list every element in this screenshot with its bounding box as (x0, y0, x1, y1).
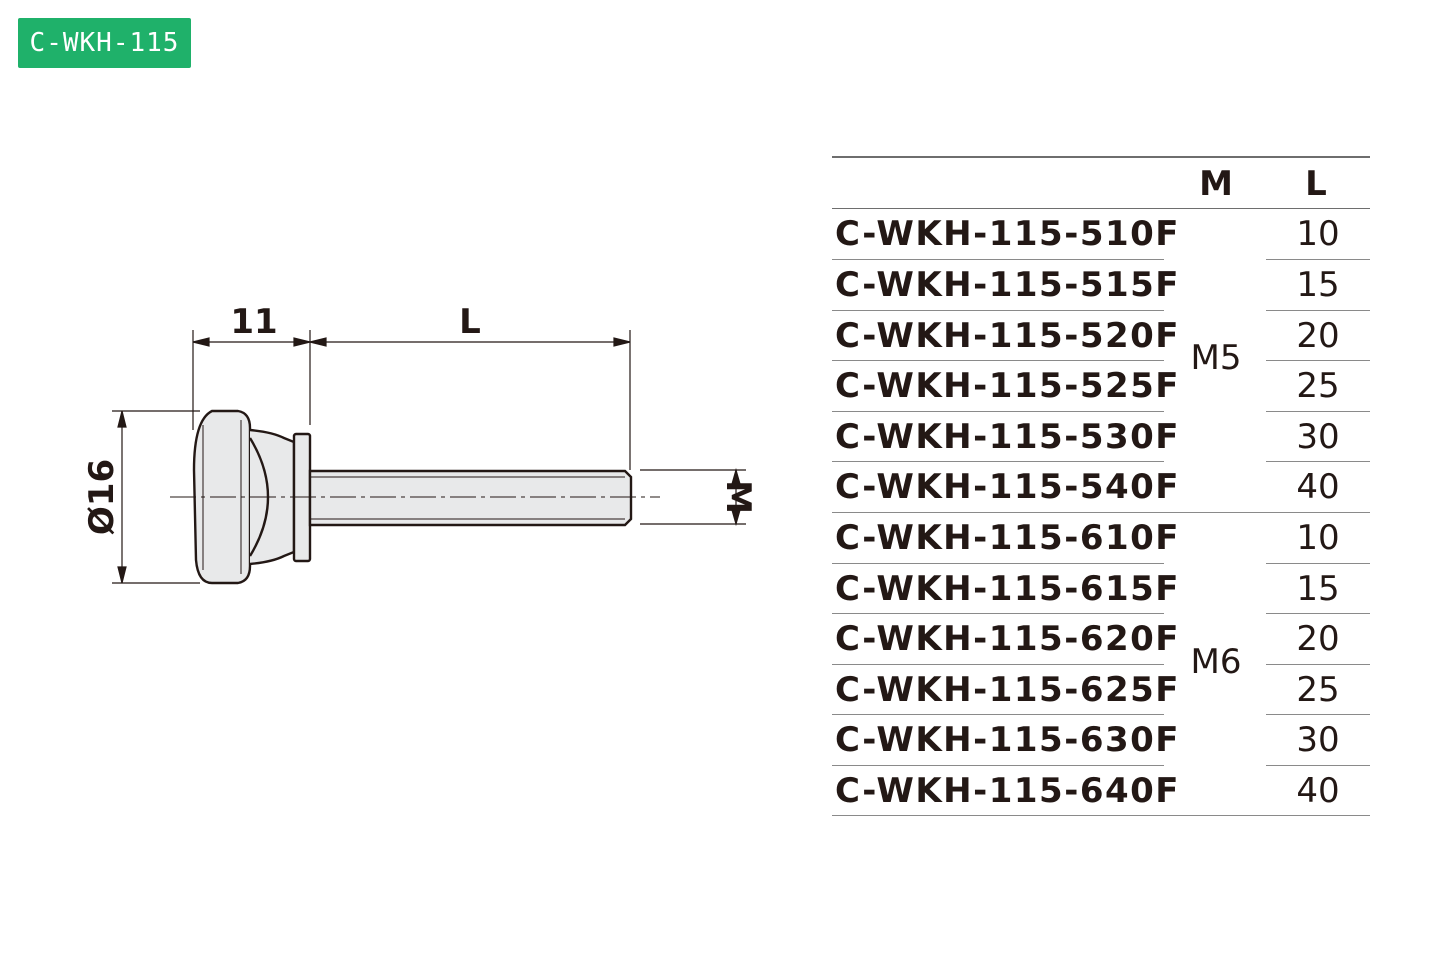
header-l: L (1305, 164, 1327, 204)
table-row: C-WKH-115-540F 40 (832, 462, 1370, 513)
part-number: C-WKH-115-530F (835, 417, 1181, 457)
thumb-screw-drawing: 11 L Ø16 M (82, 302, 758, 585)
part-number: C-WKH-115-515F (835, 265, 1181, 305)
shank-length-label: L (459, 302, 481, 342)
table-row: C-WKH-115-615F 15 (832, 564, 1370, 615)
table-row: C-WKH-115-525F 25 (832, 361, 1370, 412)
product-code-badge: C-WKH-115 (18, 18, 191, 68)
part-number: C-WKH-115-625F (835, 670, 1181, 710)
head-length-label: 11 (230, 302, 277, 342)
dimension-lines (117, 337, 741, 584)
length-value: 40 (1296, 467, 1340, 507)
length-value: 20 (1296, 316, 1340, 356)
table-row: C-WKH-115-630F 30 (832, 715, 1370, 766)
table-row: C-WKH-115-625F 25 (832, 665, 1370, 716)
length-value: 20 (1296, 619, 1340, 659)
table-row: C-WKH-115-640F 40 (832, 766, 1370, 817)
thread-size-label: M (718, 480, 758, 514)
part-number: C-WKH-115-525F (835, 366, 1181, 406)
part-number: C-WKH-115-610F (835, 518, 1181, 558)
length-value: 30 (1296, 720, 1340, 760)
part-number: C-WKH-115-520F (835, 316, 1181, 356)
length-value: 15 (1296, 265, 1340, 305)
part-number: C-WKH-115-640F (835, 771, 1181, 811)
table-row: C-WKH-115-515F 15 (832, 260, 1370, 311)
table-top-rule (832, 156, 1370, 158)
part-number: C-WKH-115-510F (835, 214, 1181, 254)
header-rule (832, 208, 1370, 209)
part-number: C-WKH-115-620F (835, 619, 1181, 659)
length-value: 25 (1296, 670, 1340, 710)
length-value: 10 (1296, 214, 1340, 254)
extension-lines (112, 330, 746, 584)
table-row: C-WKH-115-610F 10 (832, 513, 1370, 564)
part-number: C-WKH-115-540F (835, 467, 1181, 507)
table-row: C-WKH-115-520F 20 (832, 311, 1370, 362)
length-value: 15 (1296, 569, 1340, 609)
length-value: 30 (1296, 417, 1340, 457)
part-number: C-WKH-115-630F (835, 720, 1181, 760)
length-value: 40 (1296, 771, 1340, 811)
length-value: 10 (1296, 518, 1340, 558)
table-row: C-WKH-115-530F 30 (832, 412, 1370, 463)
thread-group-m6: M6 (1190, 642, 1242, 682)
table-row: C-WKH-115-620F 20 (832, 614, 1370, 665)
length-value: 25 (1296, 366, 1340, 406)
header-m: M (1199, 164, 1233, 204)
part-number: C-WKH-115-615F (835, 569, 1181, 609)
table-bottom-rule (832, 815, 1370, 816)
group-divider (832, 512, 1370, 513)
thread-group-m5: M5 (1190, 338, 1242, 378)
table-row: C-WKH-115-510F 10 (832, 209, 1370, 260)
head-diameter-label: Ø16 (82, 459, 122, 535)
